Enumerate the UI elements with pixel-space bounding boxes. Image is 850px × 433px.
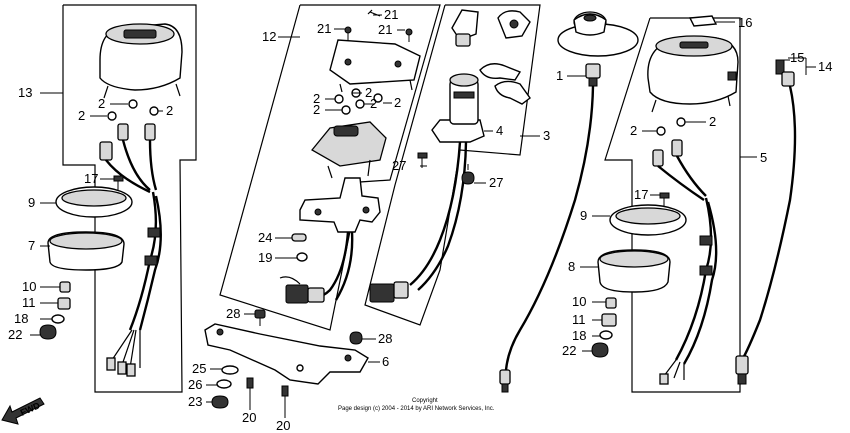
frame-group-13	[62, 4, 197, 393]
callout-10-right: 10	[572, 294, 586, 309]
callout-12: 12	[262, 29, 276, 44]
meter-bracket	[299, 177, 381, 233]
callout-21-c: 21	[378, 22, 392, 37]
callout-22-right: 22	[562, 343, 576, 358]
ignition-cover-disc	[557, 11, 639, 57]
callout-23: 23	[188, 394, 202, 409]
callout-15: 15	[790, 50, 804, 65]
callout-25: 25	[192, 361, 206, 376]
frame-group-5	[604, 17, 741, 393]
copyright-line-1: Copyright	[412, 398, 438, 404]
callout-2-g: 2	[370, 96, 377, 111]
ignition-wiring	[369, 141, 468, 303]
copyright-line-2: Page design (c) 2004 - 2014 by ARI Netwo…	[338, 406, 495, 412]
callout-2-h: 2	[394, 95, 401, 110]
callout-7: 7	[28, 238, 35, 253]
ignition-keys	[479, 63, 531, 105]
right-bulbs	[656, 117, 686, 136]
middle-wiring	[279, 231, 354, 304]
callout-labels: 13 2 2 2 17 9 7 10 11 18 22 12 21 21 21 …	[8, 7, 832, 433]
callout-2-b: 2	[78, 108, 85, 123]
callout-2-i: 2	[630, 123, 637, 138]
callout-20-a: 20	[242, 410, 256, 425]
callout-26: 26	[188, 377, 202, 392]
callout-22-left: 22	[8, 327, 22, 342]
callout-28-left: 28	[226, 306, 240, 321]
callout-1: 1	[556, 68, 563, 83]
ignition-switch-body	[431, 73, 485, 143]
left-screw-17	[113, 175, 124, 190]
screw-27-lower	[461, 164, 475, 185]
callout-21-b: 21	[384, 7, 398, 22]
right-wiring-harness	[652, 139, 718, 385]
callout-24: 24	[258, 230, 272, 245]
copyright-note: Copyright Page design (c) 2004 - 2014 by…	[338, 398, 495, 412]
callout-11-right: 11	[572, 312, 586, 327]
right-decal-16	[688, 15, 718, 27]
left-wiring-harness	[99, 123, 162, 377]
left-ring-9	[55, 186, 133, 218]
screw-28-left	[254, 309, 266, 326]
callout-6: 6	[382, 354, 389, 369]
callout-27-upper: 27	[392, 158, 406, 173]
callout-2-f: 2	[313, 102, 320, 117]
ignition-top-parts	[451, 9, 531, 47]
callout-5: 5	[760, 150, 767, 165]
callout-2-a: 2	[98, 96, 105, 111]
callout-2-c: 2	[166, 103, 173, 118]
cable-14	[735, 59, 797, 385]
callout-18-left: 18	[14, 311, 28, 326]
fwd-label: FWD	[19, 400, 42, 418]
callout-2-e: 2	[365, 85, 372, 100]
callout-14: 14	[818, 59, 832, 74]
callout-18-right: 18	[572, 328, 586, 343]
upper-cover	[329, 39, 421, 93]
callout-10-left: 10	[22, 279, 36, 294]
callout-4: 4	[496, 123, 503, 138]
callout-19: 19	[258, 250, 272, 265]
callout-27-lower: 27	[489, 175, 503, 190]
callout-9-left: 9	[28, 195, 35, 210]
callout-11-left: 11	[22, 295, 36, 310]
middle-small-parts	[291, 233, 308, 262]
fwd-arrow-icon: FWD	[1, 397, 45, 425]
callout-8: 8	[568, 259, 575, 274]
callout-13: 13	[18, 85, 32, 100]
left-ring-7	[47, 231, 125, 271]
right-ring-9	[609, 204, 687, 236]
frame-group-3	[364, 4, 541, 326]
callout-2-j: 2	[709, 114, 716, 129]
leader-lines	[30, 14, 816, 418]
callout-28-right: 28	[378, 331, 392, 346]
callout-17-left: 17	[84, 171, 98, 186]
left-small-parts	[39, 281, 71, 340]
callout-9-right: 9	[580, 208, 587, 223]
left-gauge-housing	[99, 23, 183, 99]
left-bulbs	[107, 99, 159, 121]
callout-21-a: 21	[317, 21, 331, 36]
right-gauge-housing	[647, 35, 739, 113]
callout-2-d: 2	[313, 91, 320, 106]
indicator-housing	[311, 121, 387, 179]
callout-16: 16	[738, 15, 752, 30]
callout-3: 3	[543, 128, 550, 143]
screw-28-right	[349, 331, 363, 345]
callout-17-right: 17	[634, 187, 648, 202]
mounting-plate-6	[204, 323, 369, 385]
right-small-parts	[591, 297, 617, 358]
callout-20-b: 20	[276, 418, 290, 433]
bottom-small-parts	[211, 365, 289, 410]
cable-1	[499, 63, 601, 393]
right-ring-8	[597, 249, 671, 293]
